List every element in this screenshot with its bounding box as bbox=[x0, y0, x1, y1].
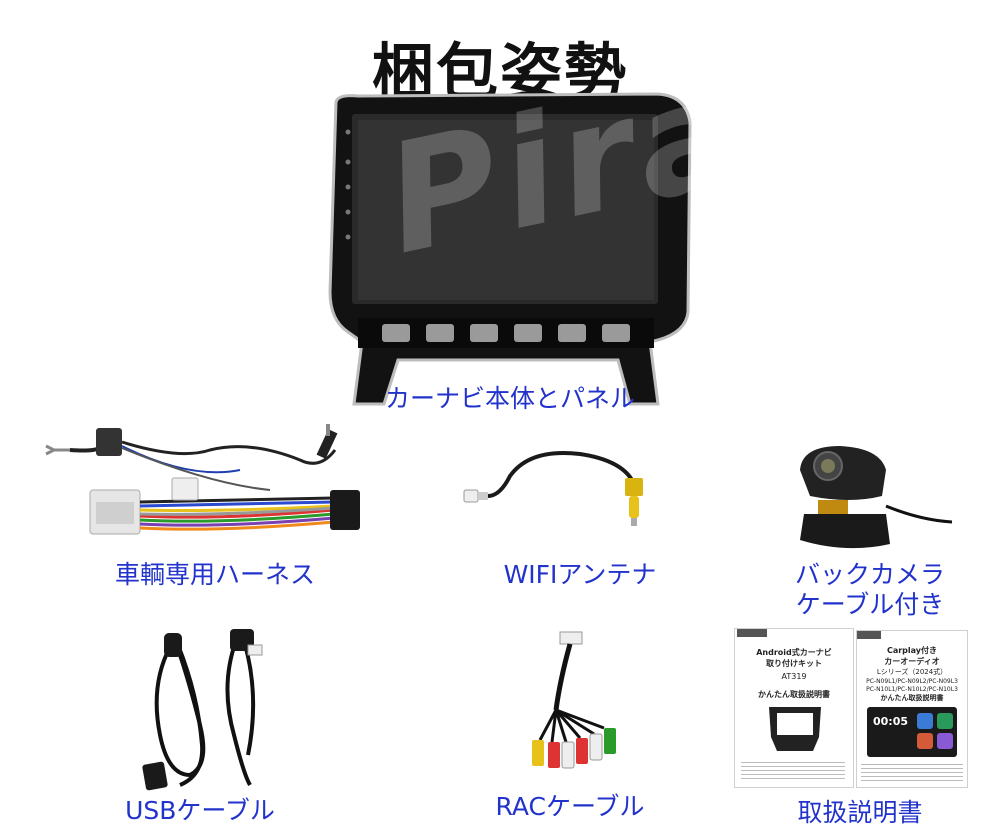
manual-label: 取扱説明書 bbox=[797, 798, 923, 827]
manual-right-title2: カーオーディオ bbox=[884, 657, 940, 666]
manual-right-clock: 00:05 bbox=[873, 715, 909, 728]
camera-label-line1: バックカメラ bbox=[794, 560, 945, 589]
manual-left-title1: Android式カーナビ bbox=[756, 648, 832, 657]
harness-image bbox=[40, 420, 370, 550]
manual-right-models2: PC-N10L1/PC-N10L2/PC-N10L3 bbox=[866, 686, 958, 693]
camera-label-line2: ケーブル付き bbox=[795, 590, 945, 619]
manual-right-series: Lシリーズ（2024式） bbox=[876, 668, 948, 676]
manual-right-subtitle: かんたん取扱説明書 bbox=[880, 694, 944, 702]
manual-right: Carplay付き カーオーディオ Lシリーズ（2024式） PC-N09L1/… bbox=[856, 630, 968, 788]
wifi-antenna-image bbox=[460, 440, 670, 530]
wifi-label: WIFIアンテナ bbox=[503, 560, 657, 589]
harness-label: 車輌専用ハーネス bbox=[114, 560, 315, 589]
rca-cable-image bbox=[520, 630, 630, 790]
manual-left-subtitle: かんたん取扱説明書 bbox=[758, 690, 830, 699]
manual-right-screen: 00:05 bbox=[867, 707, 957, 757]
manual-left-model: AT319 bbox=[781, 672, 807, 681]
manual-left: Android式カーナビ 取り付けキット AT319 かんたん取扱説明書 bbox=[734, 628, 854, 788]
camera-image bbox=[790, 440, 955, 560]
head-unit-image bbox=[318, 92, 698, 412]
usb-cable-image bbox=[140, 625, 280, 795]
manual-left-title2: 取り付けキット bbox=[766, 659, 822, 668]
usb-label: USBケーブル bbox=[125, 796, 275, 825]
head-unit-label: カーナビ本体とパネル bbox=[384, 384, 635, 413]
rca-label: RACケーブル bbox=[495, 792, 645, 821]
manual-right-title1: Carplay付き bbox=[886, 646, 938, 655]
manual-right-models1: PC-N09L1/PC-N09L2/PC-N09L3 bbox=[866, 678, 958, 685]
